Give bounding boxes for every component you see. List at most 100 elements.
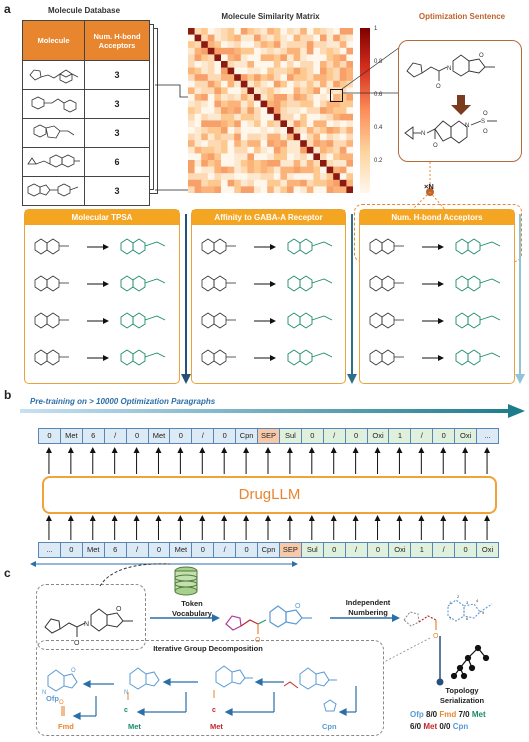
matrix-cell [339, 61, 347, 68]
group-met-2: Met [210, 722, 223, 731]
matrix-cell [300, 61, 308, 68]
molecule-pair [34, 349, 166, 366]
svg-text:O: O [483, 111, 488, 117]
matrix-cell [293, 166, 301, 174]
matrix-cell [280, 94, 288, 101]
matrix-cell [313, 107, 321, 115]
matrix-cell [221, 140, 228, 148]
matrix-cell [188, 54, 195, 62]
svg-text:N: N [42, 690, 46, 696]
matrix-cell [313, 67, 321, 75]
col-hbond: Num. H-bond Acceptors [84, 20, 150, 61]
token: / [322, 428, 346, 444]
matrix-cell [313, 34, 321, 42]
matrix-cell [333, 67, 341, 75]
matrix-cell [300, 133, 308, 141]
molecule-pair [369, 275, 501, 292]
matrix-cell [287, 80, 294, 88]
matrix-cell [320, 107, 327, 115]
matrix-cell [333, 120, 341, 128]
matrix-cell [280, 153, 288, 161]
matrix-cell [313, 133, 321, 141]
molecule-database: Molecule Num. H-bond Acceptors 3 3 3 6 [22, 20, 158, 206]
box-tpsa-title: Molecular TPSA [25, 210, 179, 225]
matrix-cell [201, 87, 209, 95]
matrix-cell [188, 74, 195, 82]
group-ofp: Ofp [46, 694, 59, 703]
matrix-cell [207, 80, 215, 88]
matrix-cell [333, 186, 341, 193]
matrix-cell [306, 179, 314, 187]
matrix-cell [339, 146, 347, 154]
matrix-cell [280, 146, 288, 154]
molecule-pair [34, 238, 166, 255]
matrix-diagonal-cell [188, 28, 195, 35]
matrix-cell [293, 87, 301, 95]
token-arrowhead [330, 447, 337, 453]
matrix-cell [227, 94, 235, 101]
matrix-cell [306, 61, 314, 68]
vertical-arrow-1 [181, 214, 191, 384]
matrix-diagonal-cell [313, 153, 321, 161]
matrix-cell [326, 113, 334, 121]
matrix-cell [346, 173, 353, 181]
group-met-1: Met [128, 722, 141, 731]
matrix-cell [221, 179, 228, 187]
matrix-cell [320, 67, 327, 75]
svg-text:O: O [59, 700, 64, 706]
matrix-cell [326, 100, 334, 108]
matrix-cell [207, 67, 215, 75]
box-gaba-title: Affinity to GABA-A Receptor [192, 210, 345, 225]
matrix-cell [260, 34, 268, 42]
token-arrowhead [45, 447, 52, 453]
token: Oxi [388, 542, 412, 558]
matrix-cell [306, 67, 314, 75]
matrix-cell [280, 160, 288, 167]
matrix-cell [254, 74, 261, 82]
matrix-cell [221, 127, 228, 134]
matrix-cell [339, 74, 347, 82]
matrix-cell [333, 94, 341, 101]
matrix-cell [293, 127, 301, 134]
matrix-cell [339, 133, 347, 141]
matrix-cell [346, 127, 353, 134]
matrix-cell [273, 61, 281, 68]
matrix-cell [320, 179, 327, 187]
matrix-cell [254, 67, 261, 75]
matrix-cell [214, 153, 222, 161]
matrix-cell [221, 153, 228, 161]
matrix-cell [260, 107, 268, 115]
optimization-molecules: O N O N O N S O O [404, 53, 497, 149]
matrix-cell [273, 120, 281, 128]
matrix-cell [320, 153, 327, 161]
matrix-cell [194, 41, 202, 49]
matrix-cell [194, 61, 202, 68]
matrix-cell [306, 47, 314, 55]
svg-text:O: O [433, 143, 438, 149]
matrix-cell [207, 160, 215, 167]
matrix-cell [326, 120, 334, 128]
molecule-structure-icon [27, 183, 78, 197]
col-molecule: Molecule [22, 20, 85, 61]
svg-text:O: O [436, 84, 441, 90]
matrix-cell [188, 160, 195, 167]
matrix-cell [254, 34, 261, 42]
token-arrowhead [45, 515, 52, 521]
matrix-cell [346, 34, 353, 42]
matrix-cell [240, 41, 248, 49]
matrix-cell [247, 146, 255, 154]
pretrain-label: Pre-training on > 10000 Optimization Par… [30, 397, 216, 406]
matrix-diagonal-cell [194, 34, 202, 42]
svg-text:N: N [124, 690, 128, 696]
molecule-structure-icon [28, 69, 78, 84]
matrix-cell [346, 94, 353, 101]
matrix-cell [313, 94, 321, 101]
matrix-cell [194, 179, 202, 187]
matrix-cell [188, 173, 195, 181]
matrix-cell [188, 166, 195, 174]
matrix-cell [260, 160, 268, 167]
matrix-cell [293, 146, 301, 154]
serial-token: Met [471, 710, 486, 719]
matrix-cell [287, 47, 294, 55]
